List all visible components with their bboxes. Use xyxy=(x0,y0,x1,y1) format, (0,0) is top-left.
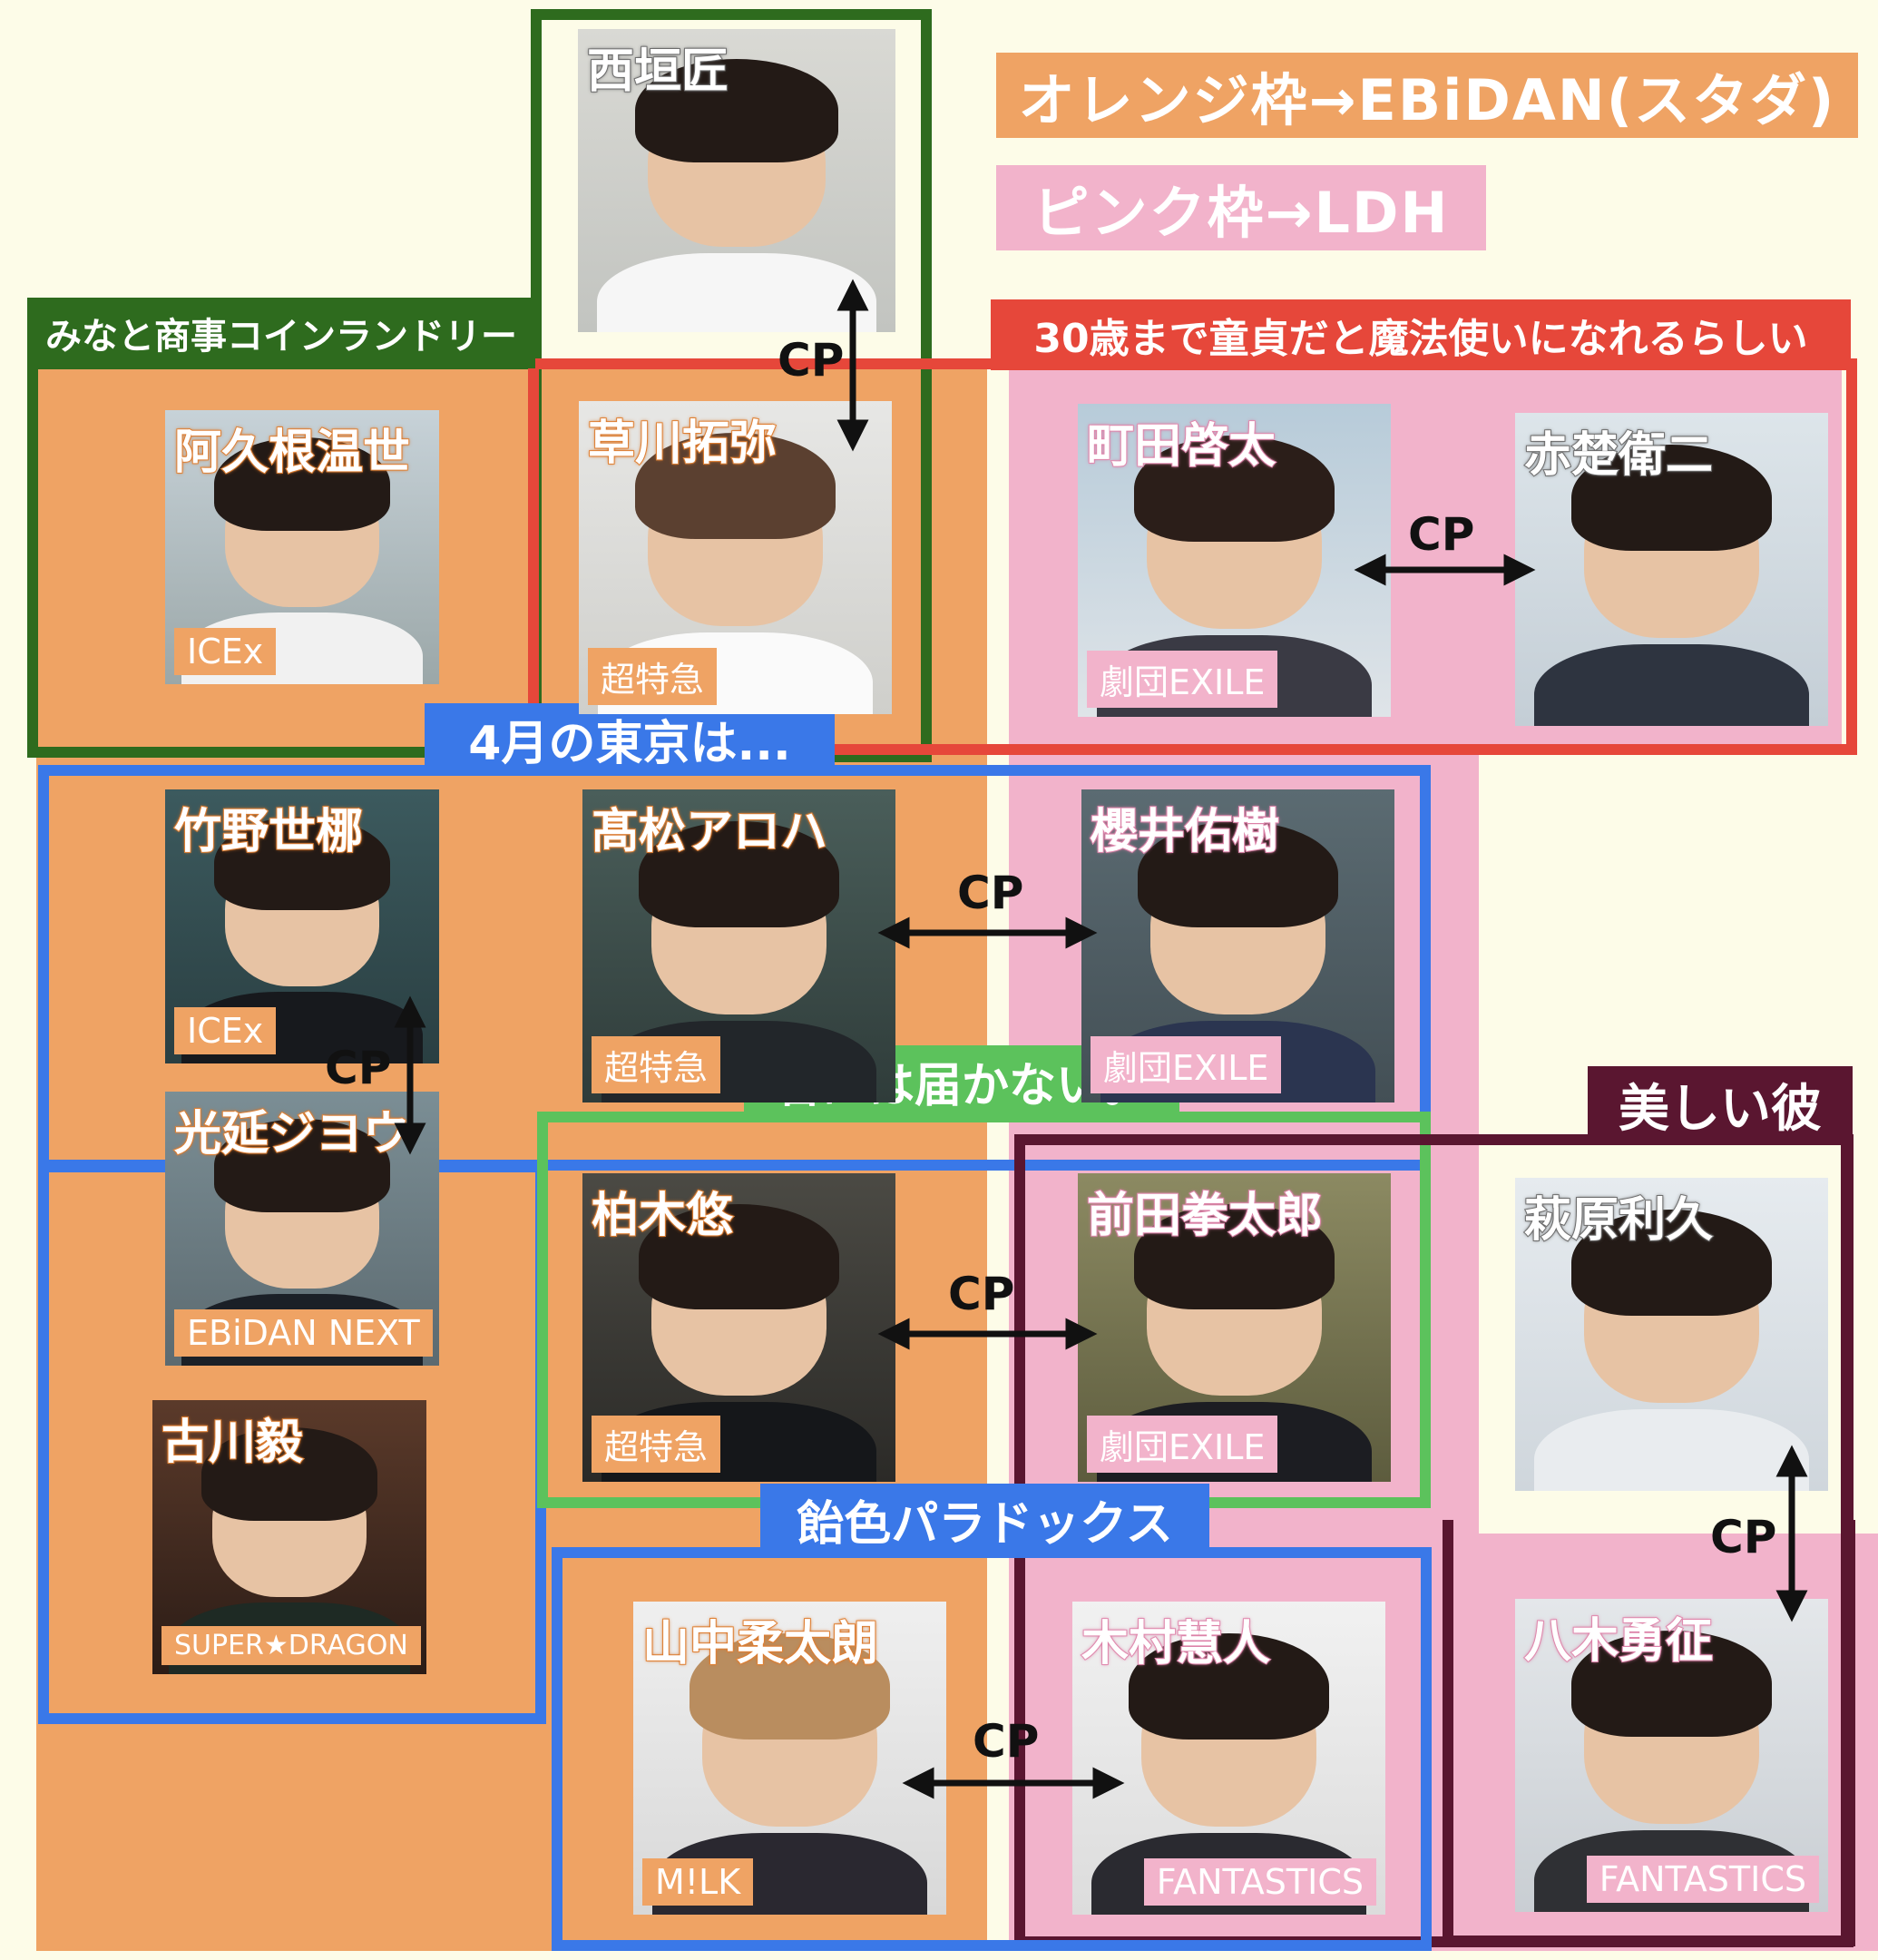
photo-mitsunobu: 光延ジヨウ EBiDAN NEXT xyxy=(165,1092,439,1366)
name-yagi: 八木勇征 xyxy=(1523,1613,1714,1670)
name-akune: 阿久根温世 xyxy=(173,425,411,481)
legend-pink: ピンク枠→LDH xyxy=(996,165,1486,250)
group-badge-kimura: FANTASTICS xyxy=(1143,1858,1376,1906)
group-badge-furukawa: SUPER★DRAGON xyxy=(161,1626,421,1665)
drama-title-minato: みなと商事コインランドリー xyxy=(27,298,535,368)
photo-kusakawa: 草川拓弥 超特急 xyxy=(579,401,892,714)
photo-sakurai: 櫻井佑樹 劇団EXILE xyxy=(1081,789,1394,1102)
cp-label-nishigaki-kusakawa: CP xyxy=(778,334,845,387)
name-takamatsu: 髙松アロハ xyxy=(591,804,828,860)
name-machida: 町田啓太 xyxy=(1086,418,1276,475)
photo-akaso: 赤楚衛二 xyxy=(1515,413,1828,726)
name-yamanaka: 山中柔太朗 xyxy=(641,1616,879,1672)
name-nishigaki: 西垣匠 xyxy=(586,44,729,100)
name-furukawa: 古川毅 xyxy=(161,1415,304,1471)
cp-label-takamatsu-sakurai: CP xyxy=(957,867,1024,919)
cp-label-yamanaka-kimura: CP xyxy=(973,1715,1040,1768)
name-kusakawa: 草川拓弥 xyxy=(587,416,778,472)
name-mitsunobu: 光延ジヨウ xyxy=(173,1106,411,1162)
group-badge-kusakawa: 超特急 xyxy=(588,648,718,705)
photo-takamatsu: 髙松アロハ 超特急 xyxy=(582,789,895,1102)
group-badge-machida: 劇団EXILE xyxy=(1087,651,1278,708)
name-kashiwagi: 柏木悠 xyxy=(591,1188,734,1244)
photo-machida: 町田啓太 劇団EXILE xyxy=(1078,404,1391,717)
photo-hagiwara: 萩原利久 xyxy=(1515,1178,1828,1491)
group-badge-takeno: ICEx xyxy=(174,1007,277,1054)
photo-kashiwagi: 柏木悠 超特急 xyxy=(582,1173,895,1482)
drama-title-shigatsu: 4月の東京は... xyxy=(425,703,835,774)
group-badge-mitsunobu: EBiDAN NEXT xyxy=(174,1309,433,1357)
cream-divider xyxy=(987,368,1009,1951)
group-badge-kashiwagi: 超特急 xyxy=(592,1416,721,1473)
drama-title-mahou: 30歳まで童貞だと魔法使いになれるらしい xyxy=(991,299,1851,370)
drama-title-utsukushii: 美しい彼 xyxy=(1588,1066,1853,1142)
cp-label-hagiwara-yagi: CP xyxy=(1710,1511,1777,1563)
photo-akune: 阿久根温世 ICEx xyxy=(165,410,439,684)
photo-furukawa: 古川毅 SUPER★DRAGON xyxy=(152,1400,426,1674)
drama-title-ameiro: 飴色パラドックス xyxy=(760,1484,1209,1554)
photo-nishigaki: 西垣匠 xyxy=(578,29,895,332)
frame-utsukushii-inner xyxy=(1443,1520,1855,1946)
cp-label-kashiwagi-maeda: CP xyxy=(948,1268,1015,1320)
name-kimura: 木村慧人 xyxy=(1081,1616,1271,1672)
cp-label-takeno-mitsunobu: CP xyxy=(325,1042,392,1094)
name-sakurai: 櫻井佑樹 xyxy=(1090,804,1280,860)
legend-orange: オレンジ枠→EBiDAN(スタダ) xyxy=(996,53,1858,138)
group-badge-akune: ICEx xyxy=(174,628,277,675)
photo-yamanaka: 山中柔太朗 M!LK xyxy=(633,1602,946,1915)
photo-kimura: 木村慧人 FANTASTICS xyxy=(1072,1602,1385,1915)
name-hagiwara: 萩原利久 xyxy=(1523,1192,1714,1249)
photo-maeda: 前田拳太郎 劇団EXILE xyxy=(1078,1173,1391,1482)
group-badge-takamatsu: 超特急 xyxy=(592,1036,721,1093)
group-badge-yamanaka: M!LK xyxy=(642,1858,754,1906)
group-badge-sakurai: 劇団EXILE xyxy=(1091,1036,1282,1093)
cp-label-machida-akaso: CP xyxy=(1408,508,1475,561)
name-takeno: 竹野世梛 xyxy=(173,804,364,860)
photo-yagi: 八木勇征 FANTASTICS xyxy=(1515,1599,1828,1912)
name-akaso: 赤楚衛二 xyxy=(1523,427,1714,484)
photo-takeno: 竹野世梛 ICEx xyxy=(165,789,439,1063)
group-badge-maeda: 劇団EXILE xyxy=(1087,1416,1278,1473)
group-badge-yagi: FANTASTICS xyxy=(1586,1856,1819,1903)
name-maeda: 前田拳太郎 xyxy=(1086,1188,1324,1244)
